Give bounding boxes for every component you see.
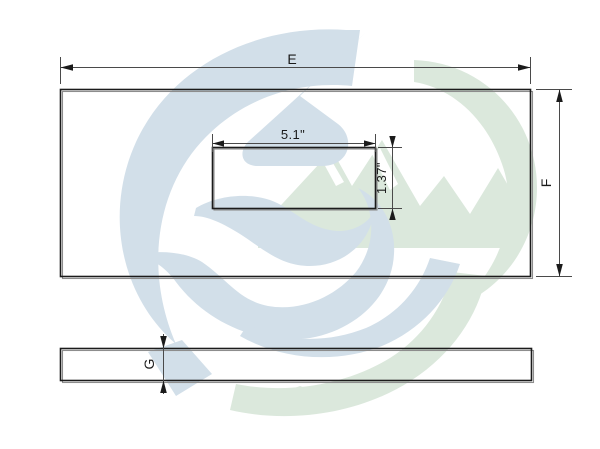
dimension-label-g: G — [141, 359, 157, 370]
top-view-plate — [59, 88, 534, 280]
dimension-e: E — [60, 51, 531, 84]
dimension-label-f: F — [538, 179, 554, 188]
dimension-g: G — [141, 334, 167, 394]
dimension-label-cutout-width: 5.1" — [281, 127, 305, 142]
s-swoosh-mountain-watermark — [119, 29, 538, 417]
cutout-rectangle — [211, 146, 378, 211]
dimension-cutout-height: 1.37" — [374, 136, 402, 220]
dimension-cutout-width: 5.1" — [212, 127, 376, 152]
side-view-plate-edge — [59, 347, 535, 384]
dimension-f: F — [536, 89, 572, 277]
dimension-label-cutout-height: 1.37" — [374, 162, 389, 194]
dimension-label-e: E — [287, 51, 296, 67]
